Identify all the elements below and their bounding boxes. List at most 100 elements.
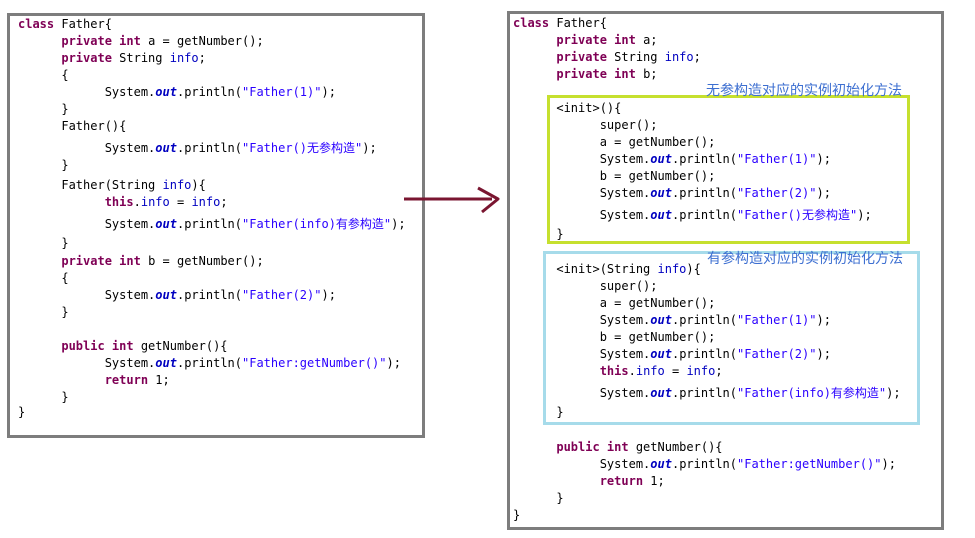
left-code-line: { — [18, 271, 69, 285]
code-token: Father(){ — [18, 119, 127, 133]
left-code-line: public int getNumber(){ — [18, 339, 227, 353]
code-token: } — [18, 102, 69, 116]
code-token — [18, 339, 61, 353]
code-token: ; — [198, 51, 206, 65]
code-token: <init>(String — [513, 262, 658, 276]
code-token — [513, 440, 556, 454]
right-code-line: this.info = info; — [513, 364, 723, 378]
code-token: out — [155, 356, 177, 370]
code-token: b = getNumber(); — [513, 169, 716, 183]
code-token: = — [664, 364, 687, 378]
code-token: "Father(1)" — [737, 152, 817, 166]
noarg-init-highlight — [547, 95, 910, 244]
code-token: this — [599, 364, 629, 378]
code-token: "Father:getNumber()" — [737, 457, 882, 471]
code-token — [513, 474, 600, 488]
code-token: a = getNumber(); — [513, 135, 716, 149]
right-code-line: System.out.println("Father(2)"); — [513, 186, 831, 200]
code-token: ); — [362, 141, 377, 155]
right-code-line: a = getNumber(); — [513, 135, 716, 149]
code-token: System. — [513, 152, 651, 166]
code-token: out — [650, 208, 672, 222]
right-code-line: private int b; — [513, 67, 657, 81]
code-token: super(); — [513, 279, 658, 293]
left-code-line: System.out.println("Father(2)"); — [18, 288, 336, 302]
code-token: System. — [513, 457, 651, 471]
code-token: a; — [635, 33, 658, 47]
code-token: out — [650, 313, 672, 327]
code-token: .println( — [176, 141, 242, 155]
code-token: } — [18, 390, 69, 404]
right-code-line: } — [513, 405, 563, 419]
code-token: b = getNumber(); — [513, 330, 716, 344]
code-token — [18, 51, 61, 65]
code-token: "Father(info)有参构造" — [242, 217, 392, 231]
code-token: out — [155, 85, 177, 99]
code-token: .println( — [671, 457, 737, 471]
code-token: String — [111, 51, 170, 65]
code-token: a = getNumber(); — [140, 34, 264, 48]
code-token: 1; — [643, 474, 665, 488]
code-token: "Father(2)" — [242, 288, 322, 302]
code-token: "Father(1)" — [242, 85, 322, 99]
code-token: System. — [513, 347, 651, 361]
code-token: info — [686, 364, 716, 378]
left-code-line: } — [18, 102, 69, 116]
code-token: Father{ — [549, 16, 607, 30]
code-token: ; — [220, 195, 228, 209]
code-token — [18, 373, 105, 387]
right-code-line: return 1; — [513, 474, 665, 488]
code-token: out — [155, 141, 177, 155]
code-token: { — [18, 271, 69, 285]
code-token — [513, 364, 600, 378]
code-token: return — [599, 474, 644, 488]
code-token: ); — [886, 386, 901, 400]
code-token: ); — [816, 152, 831, 166]
code-token: getNumber(){ — [628, 440, 723, 454]
code-token: ); — [857, 208, 872, 222]
right-code-line: System.out.println("Father(2)"); — [513, 347, 831, 361]
code-token: info — [664, 50, 694, 64]
code-token: .println( — [671, 186, 737, 200]
code-token: ); — [386, 356, 401, 370]
code-token: private — [556, 50, 607, 64]
code-token: .println( — [176, 288, 242, 302]
code-token: "Father()无参构造" — [242, 141, 363, 155]
code-token: System. — [18, 141, 156, 155]
arg-init-annotation: 有参构造对应的实例初始化方法 — [707, 251, 903, 267]
left-code-line: private int b = getNumber(); — [18, 254, 263, 268]
code-token: info — [191, 195, 221, 209]
left-code-line: Father(String info){ — [18, 178, 206, 192]
code-token: public int — [556, 440, 629, 454]
code-token: .println( — [671, 386, 737, 400]
code-token: .println( — [176, 85, 242, 99]
code-token: ; — [715, 364, 723, 378]
code-token: ){ — [686, 262, 701, 276]
right-code-line: System.out.println("Father:getNumber()")… — [513, 457, 896, 471]
code-token: Father{ — [54, 17, 112, 31]
code-token — [18, 195, 105, 209]
code-token: ); — [321, 85, 336, 99]
right-code-line: super(); — [513, 118, 658, 132]
arg-init-highlight — [543, 251, 920, 425]
left-code-line: Father(){ — [18, 119, 126, 133]
right-code-line: class Father{ — [513, 16, 607, 30]
code-token: System. — [18, 85, 156, 99]
right-code-line: private String info; — [513, 50, 701, 64]
code-token: .println( — [671, 313, 737, 327]
noarg-init-annotation: 无参构造对应的实例初始化方法 — [706, 83, 902, 99]
code-token: ){ — [191, 178, 206, 192]
code-token: this — [104, 195, 134, 209]
right-code-line: super(); — [513, 279, 658, 293]
left-code-line: System.out.println("Father()无参构造"); — [18, 141, 377, 155]
left-code-line: private int a = getNumber(); — [18, 34, 264, 48]
code-token: a = getNumber(); — [513, 296, 716, 310]
original-code-panel — [7, 13, 425, 438]
code-token: } — [18, 305, 69, 319]
right-code-line: System.out.println("Father(1)"); — [513, 313, 831, 327]
code-token: ); — [816, 313, 831, 327]
code-token: "Father(2)" — [737, 186, 817, 200]
code-token: ); — [391, 217, 406, 231]
code-token: <init>(){ — [513, 101, 622, 115]
code-token: ); — [881, 457, 896, 471]
